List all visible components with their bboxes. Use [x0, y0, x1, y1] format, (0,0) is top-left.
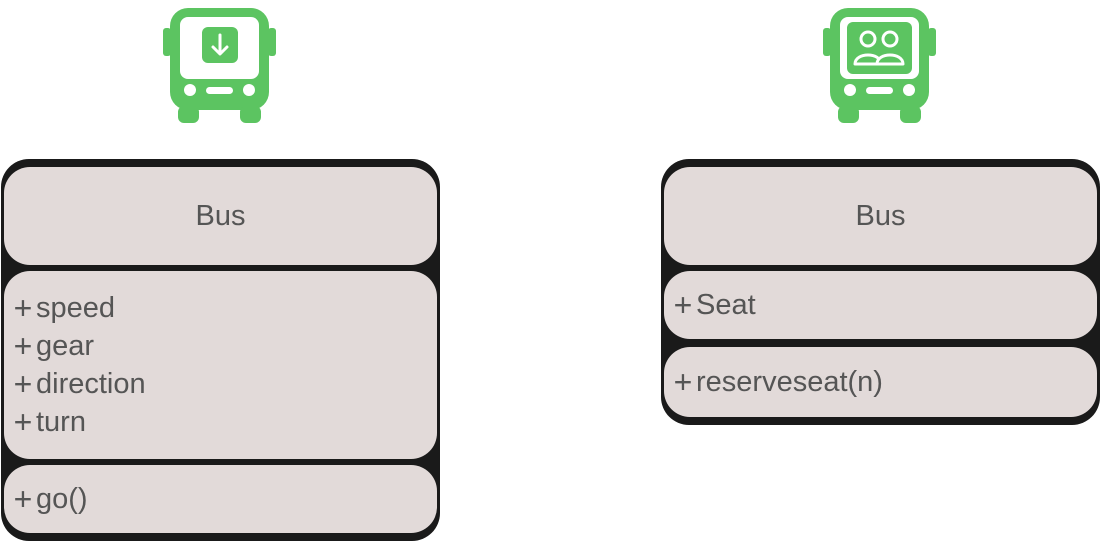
attribute-name: speed: [36, 292, 116, 324]
visibility-public-symbol: +: [673, 286, 693, 323]
attribute-name: Seat: [696, 288, 756, 321]
operation-item: + go(): [10, 481, 88, 518]
visibility-public-symbol: +: [13, 328, 33, 364]
operation-name: reserveseat(n): [696, 365, 883, 398]
attribute-item: + Seat: [670, 287, 756, 324]
bus-download-icon: [163, 8, 276, 123]
attribute-item: + turn: [10, 403, 437, 441]
class-name-compartment: Bus: [664, 167, 1097, 265]
operations-compartment: + go(): [4, 465, 437, 533]
attributes-compartment: + speed + gear + direction + turn: [4, 271, 437, 459]
class-name: Bus: [855, 199, 906, 232]
attribute-item: + direction: [10, 365, 437, 403]
operation-item: + reserveseat(n): [670, 364, 883, 401]
visibility-public-symbol: +: [673, 363, 693, 400]
visibility-public-symbol: +: [13, 366, 33, 402]
bus-class-box-left: Bus + speed + gear + direction + turn + …: [1, 159, 440, 541]
visibility-public-symbol: +: [13, 480, 33, 517]
attributes-compartment: + Seat: [664, 271, 1097, 339]
attribute-name: direction: [36, 368, 146, 400]
attribute-item: + gear: [10, 327, 437, 365]
visibility-public-symbol: +: [13, 404, 33, 440]
operation-name: go(): [36, 482, 88, 515]
bus-passengers-icon: [823, 8, 936, 123]
visibility-public-symbol: +: [13, 290, 33, 326]
attribute-name: turn: [36, 406, 86, 438]
class-name: Bus: [195, 199, 246, 232]
bus-class-box-right: Bus + Seat + reserveseat(n): [661, 159, 1100, 425]
operations-compartment: + reserveseat(n): [664, 347, 1097, 417]
attribute-item: + speed: [10, 289, 437, 327]
attribute-name: gear: [36, 330, 95, 362]
class-name-compartment: Bus: [4, 167, 437, 265]
